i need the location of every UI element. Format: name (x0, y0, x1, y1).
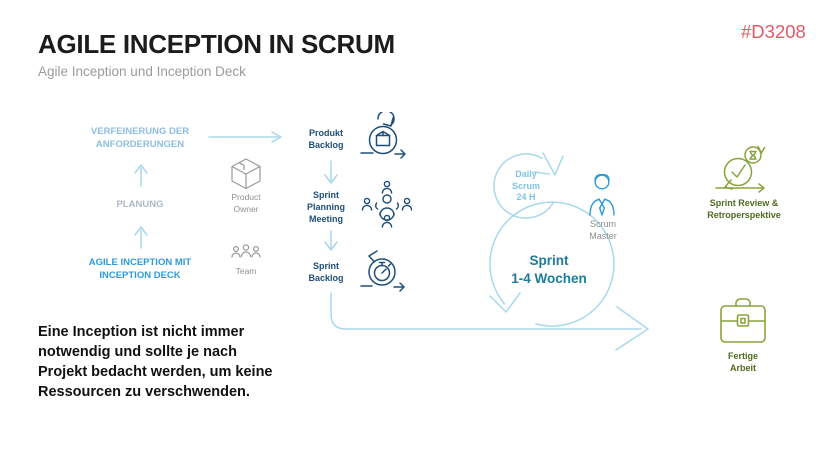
arrow-refinement-to-backlog (208, 131, 282, 143)
arrow-down-backlog-to-planning (324, 160, 338, 184)
arrow-down-planning-to-sprintbacklog (324, 230, 338, 251)
fertige-arbeit-label: Fertige Arbeit (727, 351, 758, 374)
stage-produkt-backlog-label: Produkt Backlog (308, 128, 344, 151)
team-label: Team (235, 266, 257, 276)
briefcase-icon (720, 298, 766, 343)
template-code: #D3208 (741, 21, 806, 42)
stage-sprint-planning-label: Sprint Planning Meeting (307, 190, 345, 225)
note-text: Eine Inception ist nicht immer notwendig… (38, 324, 273, 400)
produkt-backlog-icon (360, 112, 406, 159)
page-subtitle: Agile Inception und Inception Deck (38, 64, 246, 79)
stage-sprint-backlog-label: Sprint Backlog (308, 261, 344, 284)
product-owner-label: Product Owner (231, 192, 261, 214)
sprint-duration-label: Sprint 1-4 Wochen (511, 253, 587, 286)
sprint-circle-arrow (489, 201, 615, 327)
daily-scrum-circle-arrow (493, 152, 564, 219)
flow-step-planning: PLANUNG (116, 199, 164, 210)
sprint-planning-icon (361, 180, 412, 228)
scrum-master-label: Scrum Master (589, 219, 617, 242)
scrum-master-icon (589, 173, 615, 216)
team-icon (231, 244, 261, 258)
daily-scrum-label: Daily Scrum 24 H (511, 169, 540, 203)
flow-step-inception: AGILE INCEPTION MIT INCEPTION DECK (88, 257, 192, 281)
arrow-sprintbacklog-to-review (330, 292, 649, 351)
sprint-review-icon (715, 145, 766, 193)
arrow-up-planung-to-refinement (134, 164, 148, 187)
box-icon (231, 158, 261, 190)
arrow-up-inception-to-planung (134, 226, 148, 249)
page-title: AGILE INCEPTION IN SCRUM (38, 29, 395, 59)
flow-step-refinement: VERFEINERUNG DER ANFORDERUNGEN (90, 126, 190, 150)
sprint-review-label: Sprint Review & Retroperspektive (707, 198, 781, 221)
sprint-backlog-icon (360, 250, 405, 292)
